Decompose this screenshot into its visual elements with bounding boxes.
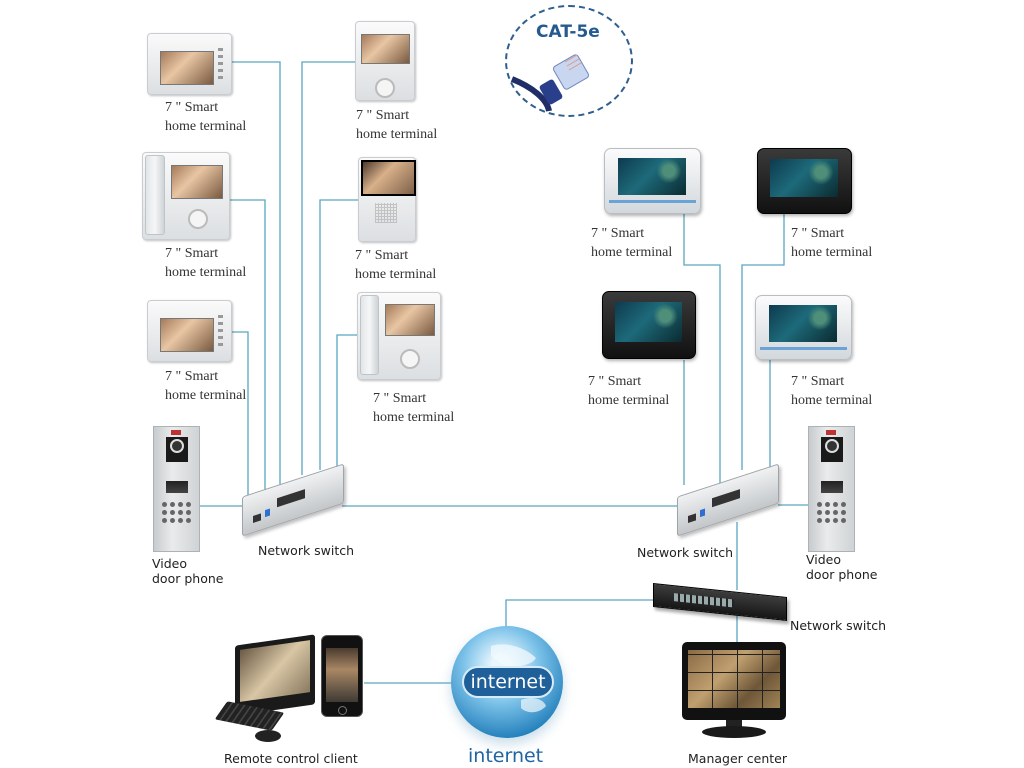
home-terminal-right-2[interactable] — [757, 148, 852, 214]
terminal-label-line1: 7 " Smart — [591, 226, 645, 241]
terminal-label-line1: 7 " Smart — [165, 100, 219, 115]
terminal-label-line2: home terminal — [588, 393, 670, 408]
terminal-label-line2: home terminal — [791, 245, 873, 260]
door-phone-label-line1: Video — [806, 552, 842, 567]
terminal-label-line1: 7 " Smart — [588, 374, 642, 389]
cat5e-title: CAT-5e — [536, 22, 600, 42]
terminal-label-line1: 7 " Smart — [356, 108, 410, 123]
terminal-label-line2: home terminal — [165, 265, 247, 280]
video-door-phone-right[interactable] — [808, 426, 855, 552]
home-terminal-right-3[interactable] — [602, 291, 696, 359]
video-door-phone-left[interactable] — [153, 426, 200, 552]
network-switch-core-label: Network switch — [790, 618, 887, 633]
internet-caption: internet — [468, 745, 544, 767]
terminal-label-line1: 7 " Smart — [373, 391, 427, 406]
terminal-label-line2: home terminal — [591, 245, 673, 260]
globe-icon — [491, 644, 546, 713]
terminal-label-line2: home terminal — [165, 119, 247, 134]
internet-bubble: internet — [462, 666, 554, 698]
home-terminal-left-1[interactable] — [147, 33, 232, 95]
home-terminal-left-5[interactable] — [358, 157, 416, 242]
home-terminal-right-1[interactable] — [604, 148, 701, 214]
manager-center[interactable] — [680, 642, 790, 742]
smartphone — [321, 635, 363, 717]
home-terminal-left-2[interactable] — [142, 152, 230, 240]
wire-core-internet — [505, 599, 655, 630]
network-switch-label: Network switch — [258, 543, 355, 558]
wire-left-t6 — [336, 334, 357, 478]
home-terminal-left-6[interactable] — [357, 292, 441, 380]
ethernet-cable-icon — [510, 54, 590, 112]
home-terminal-left-3[interactable] — [147, 300, 232, 362]
terminal-label-line2: home terminal — [791, 393, 873, 408]
desktop-monitor — [235, 634, 315, 716]
wire-right-t2 — [741, 212, 785, 470]
wire-left-t2 — [228, 199, 266, 490]
remote-control-client[interactable] — [205, 632, 365, 747]
wire-right-t1 — [683, 212, 721, 485]
network-switch-label: Network switch — [637, 545, 734, 560]
wire-left-t3 — [231, 331, 249, 495]
wire-left-t1 — [231, 61, 281, 485]
terminal-label-line2: home terminal — [165, 388, 247, 403]
remote-control-client-label: Remote control client — [224, 751, 358, 766]
terminal-label-line1: 7 " Smart — [165, 246, 219, 261]
wire-left-t5 — [319, 199, 358, 470]
door-phone-label-line1: Video — [152, 556, 188, 571]
terminal-label-line1: 7 " Smart — [165, 369, 219, 384]
door-phone-label-line2: door phone — [806, 567, 878, 582]
wire-left-t4 — [301, 61, 355, 475]
home-terminal-left-4[interactable] — [355, 21, 415, 101]
home-terminal-right-4[interactable] — [755, 295, 852, 360]
mouse-icon — [255, 730, 281, 742]
door-phone-label-line2: door phone — [152, 571, 224, 586]
terminal-label-line2: home terminal — [355, 267, 437, 282]
cat5e-badge — [505, 5, 633, 117]
manager-center-label: Manager center — [688, 751, 787, 766]
terminal-label-line1: 7 " Smart — [791, 374, 845, 389]
terminal-label-line2: home terminal — [373, 410, 455, 425]
manager-monitor — [682, 642, 786, 720]
terminal-label-line2: home terminal — [356, 127, 438, 142]
terminal-label-line1: 7 " Smart — [355, 248, 409, 263]
terminal-label-line1: 7 " Smart — [791, 226, 845, 241]
